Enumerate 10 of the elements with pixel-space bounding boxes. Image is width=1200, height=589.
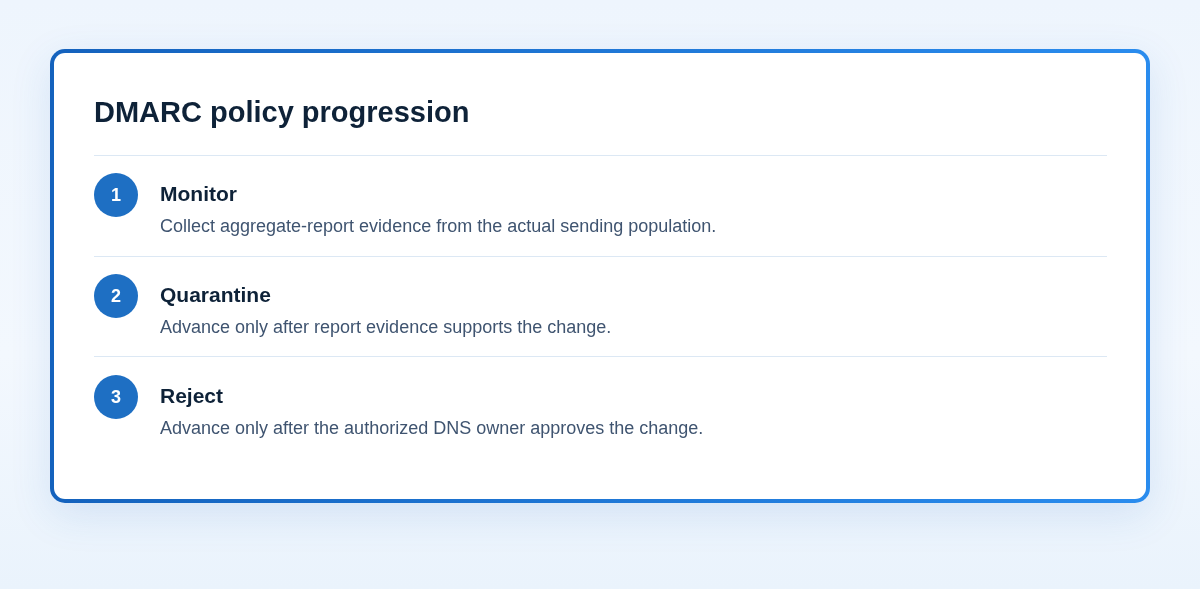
step-title: Reject [160,383,224,409]
step-description: Advance only after report evidence supports the change. [160,316,612,338]
step-description: Collect aggregate-report evidence from the actual sending population. [160,215,717,237]
card-title: DMARC policy progression [94,95,470,130]
step-number: 3 [94,375,138,419]
step-number: 2 [94,274,138,318]
step-title: Monitor [160,181,237,207]
step-number: 1 [94,173,138,217]
step-description: Advance only after the authorized DNS owner approves the change. [160,417,704,439]
step-title: Quarantine [160,282,271,308]
